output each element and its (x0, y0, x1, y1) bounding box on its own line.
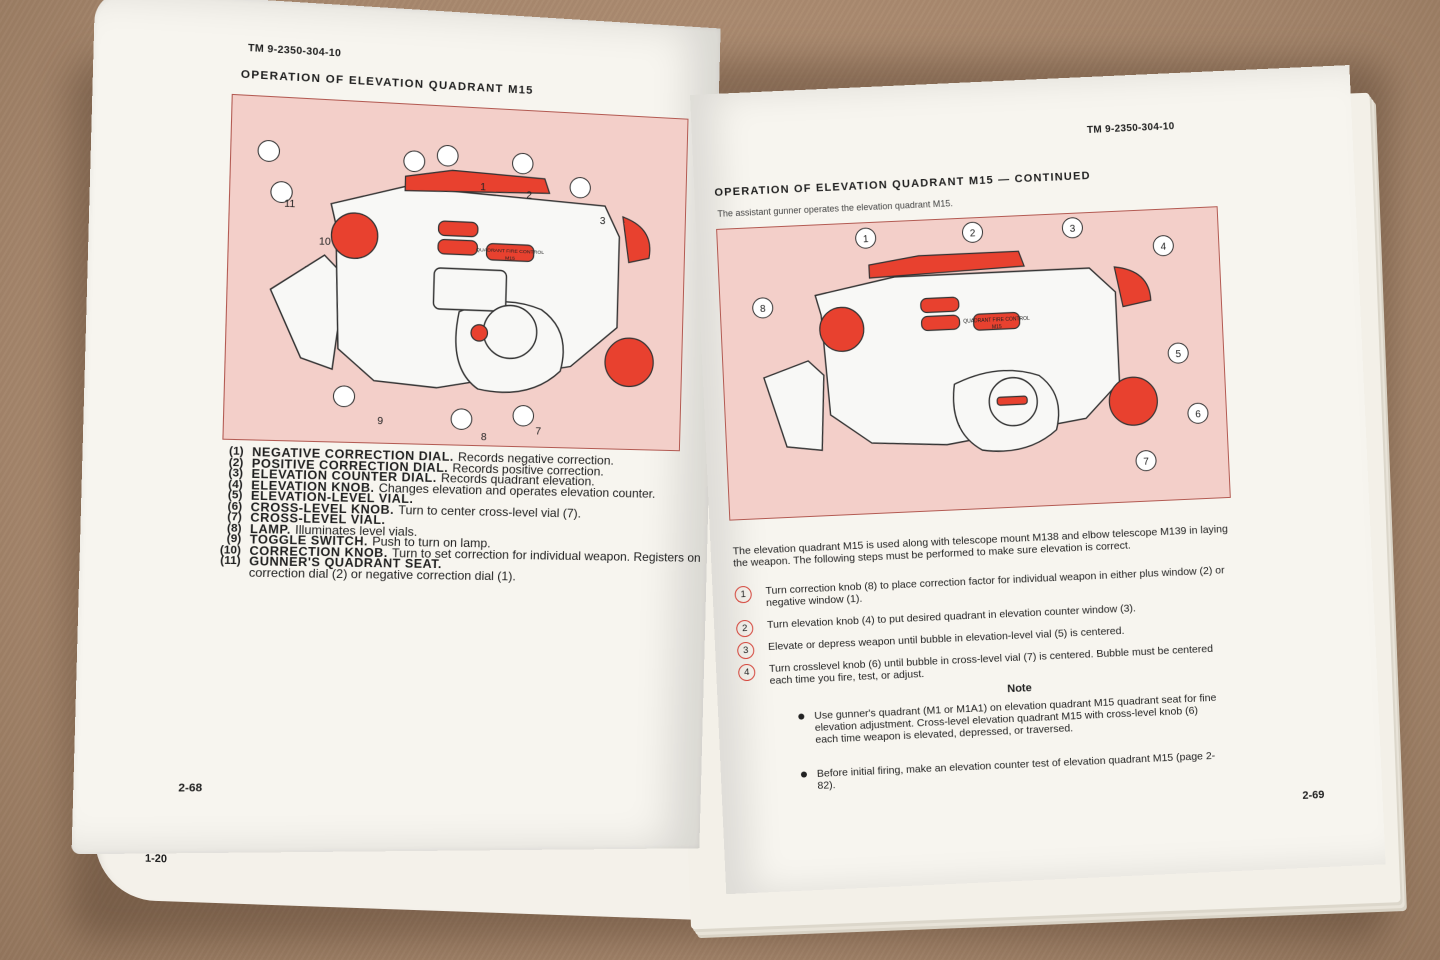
callout-6-right: 6 (1195, 409, 1201, 420)
right-intro: The elevation quadrant M15 is used along… (732, 523, 1229, 570)
right-tm-number: TM 9-2350-304-10 (1086, 121, 1175, 137)
note-text: Before initial firing, make an elevation… (816, 749, 1216, 792)
callout-1-right: 1 (863, 234, 869, 245)
left-legend: (1)NEGATIVE CORRECTION DIAL.Records nega… (199, 445, 703, 583)
left-tm-number: TM 9-2350-304-10 (247, 42, 342, 60)
quadrant-seat-right (868, 250, 1025, 279)
correction-knob-right (819, 306, 865, 352)
quadrant-illustration-right: 1 2 3 4 5 6 7 8 QUADRANT FIRE CONTROL M1… (752, 217, 1209, 472)
legend-number: (8) (226, 521, 242, 535)
step-number: 3 (736, 641, 755, 660)
callout-1-left: 1 (480, 182, 486, 193)
left-figure: 1 2 3 10 11 9 8 7 QUADRANT FIRE CONTROL … (222, 93, 689, 452)
note-bullet-2: Before initial firing, make an elevation… (800, 749, 1222, 793)
right-page-number: 2-69 (1302, 788, 1325, 802)
quadrant-illustration-left: 1 2 3 10 11 9 8 7 QUADRANT FIRE CONTROL … (223, 95, 687, 443)
right-page: TM 9-2350-304-10 OPERATION OF ELEVATION … (690, 65, 1386, 895)
callout-9-left: 9 (377, 416, 383, 427)
note-title: Note (1007, 682, 1032, 696)
right-subheading: The assistant gunner operates the elevat… (717, 198, 954, 219)
correction-knob-left (331, 212, 379, 259)
left-page: TM 9-2350-304-10 OPERATION OF ELEVATION … (71, 0, 721, 855)
callout-8-left: 8 (481, 432, 487, 443)
legend-number: (11) (220, 554, 241, 568)
cross-level-knob-right (1108, 376, 1158, 426)
left-heading: OPERATION OF ELEVATION QUADRANT M15 (240, 68, 534, 98)
right-heading: OPERATION OF ELEVATION QUADRANT M15 — CO… (714, 169, 1091, 199)
callout-7-left: 7 (535, 426, 541, 437)
bullet-dot (798, 713, 805, 720)
plate-text-left: QUADRANT FIRE CONTROL (476, 247, 544, 256)
legend-number: (7) (227, 510, 242, 524)
right-figure: 1 2 3 4 5 6 7 8 QUADRANT FIRE CONTROL M1… (716, 206, 1231, 521)
step-number: 4 (737, 663, 756, 682)
callout-4-right: 4 (1160, 242, 1166, 253)
callout-2-right: 2 (970, 228, 976, 239)
step-number: 2 (735, 619, 754, 638)
note-bullet-1: Use gunner's quadrant (M1 or M1A1) on el… (798, 692, 1219, 747)
callout-2-left: 2 (526, 190, 532, 201)
callout-3-left: 3 (600, 216, 606, 227)
callout-7-right: 7 (1143, 457, 1149, 468)
under-page-number: 1-20 (145, 852, 168, 866)
svg-text:M15: M15 (992, 324, 1002, 330)
callout-11-left: 11 (284, 199, 296, 211)
callout-5-right: 5 (1175, 349, 1181, 360)
bullet-dot (800, 771, 808, 778)
left-page-number: 2-68 (178, 781, 203, 795)
cross-level-knob-left (604, 337, 653, 387)
plate-text-right: QUADRANT FIRE CONTROL (963, 316, 1030, 325)
step-number: 1 (734, 585, 753, 604)
note-text: Use gunner's quadrant (M1 or M1A1) on el… (814, 691, 1217, 746)
callout-3-right: 3 (1069, 224, 1075, 235)
callout-8-right: 8 (760, 304, 766, 315)
callout-10-left: 10 (319, 236, 331, 248)
svg-text:M15: M15 (505, 255, 515, 261)
